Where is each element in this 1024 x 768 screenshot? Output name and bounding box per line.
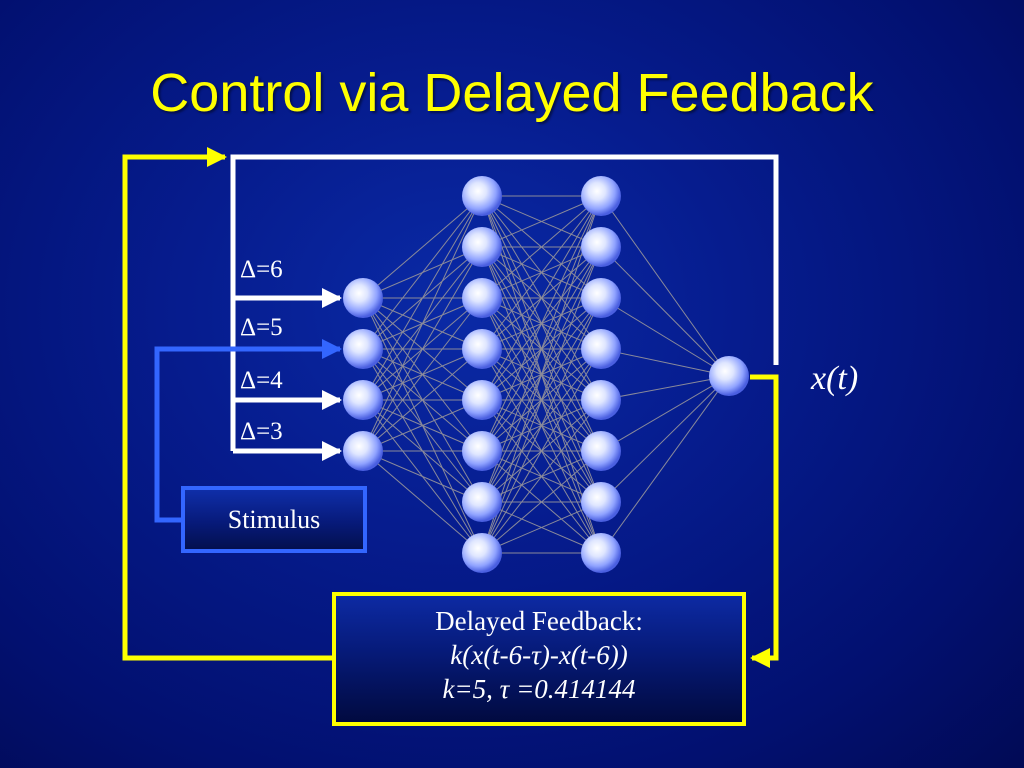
connection-line: [362, 195, 483, 350]
delay-label-6: Δ=6: [240, 256, 283, 283]
connection-line: [362, 297, 483, 452]
output-neuron: [709, 356, 749, 396]
connection-line: [362, 195, 483, 401]
hidden2-neuron: [581, 380, 621, 420]
connection-line: [600, 297, 730, 377]
connection-line: [362, 450, 483, 503]
stimulus-loop-line: [154, 339, 342, 523]
hidden2-neuron: [581, 482, 621, 522]
hidden1-neuron: [462, 533, 502, 573]
feedback-box: Delayed Feedback: k(x(t-6-τ)-x(t-6)) k=5…: [332, 592, 746, 726]
connection-line: [481, 297, 602, 554]
feedback-heading: Delayed Feedback:: [435, 606, 643, 636]
hidden2-neuron: [581, 278, 621, 318]
connection-line: [481, 195, 602, 350]
feedback-params: k=5, τ =0.414144: [442, 674, 636, 704]
connection-line: [481, 501, 602, 554]
hidden2-neuron: [581, 533, 621, 573]
delay-frame-line: [230, 154, 779, 451]
slide-title: Control via Delayed Feedback: [150, 63, 874, 123]
connection-line: [481, 195, 602, 452]
output-label: x(t): [811, 360, 859, 397]
connection-line: [481, 195, 602, 248]
connection-line: [481, 195, 602, 299]
connection-line: [362, 195, 483, 452]
connection-line: [600, 375, 730, 554]
feedback-loop-line: [122, 147, 332, 661]
connection-line: [481, 399, 602, 554]
output-to-feedback-line: [750, 374, 779, 668]
hidden1-neuron: [462, 227, 502, 267]
connection-line: [600, 195, 730, 377]
delay-label-4: Δ=4: [240, 367, 283, 394]
connection-line: [600, 246, 730, 377]
hidden2-neuron: [581, 176, 621, 216]
stimulus-box: Stimulus: [181, 486, 367, 553]
input-neuron: [343, 278, 383, 318]
connection-line: [481, 450, 602, 554]
connection-line: [600, 375, 730, 452]
hidden2-neuron: [581, 431, 621, 471]
connection-line: [362, 399, 483, 452]
connection-line: [362, 246, 483, 452]
connection-line: [362, 195, 483, 299]
hidden1-neuron: [462, 482, 502, 522]
hidden2-neuron: [581, 329, 621, 369]
hidden1-neuron: [462, 278, 502, 318]
connection-line: [481, 348, 602, 554]
connection-line: [362, 348, 483, 452]
input-neuron: [343, 380, 383, 420]
connection-line: [600, 375, 730, 503]
connection-line: [481, 195, 602, 554]
network-connections: [362, 195, 730, 554]
connection-line: [600, 348, 730, 377]
delay-label-5: Δ=5: [240, 314, 283, 341]
connection-line: [600, 375, 730, 401]
stimulus-label: Stimulus: [227, 505, 321, 534]
hidden1-neuron: [462, 176, 502, 216]
input-neuron: [343, 431, 383, 471]
hidden1-neuron: [462, 380, 502, 420]
hidden1-neuron: [462, 431, 502, 471]
connection-line: [362, 450, 483, 554]
delay-label-3: Δ=3: [240, 418, 283, 445]
feedback-formula: k(x(t-6-τ)-x(t-6)): [450, 640, 628, 670]
input-neuron: [343, 329, 383, 369]
connection-line: [481, 195, 602, 401]
network-nodes: [343, 176, 749, 573]
hidden1-neuron: [462, 329, 502, 369]
hidden2-neuron: [581, 227, 621, 267]
